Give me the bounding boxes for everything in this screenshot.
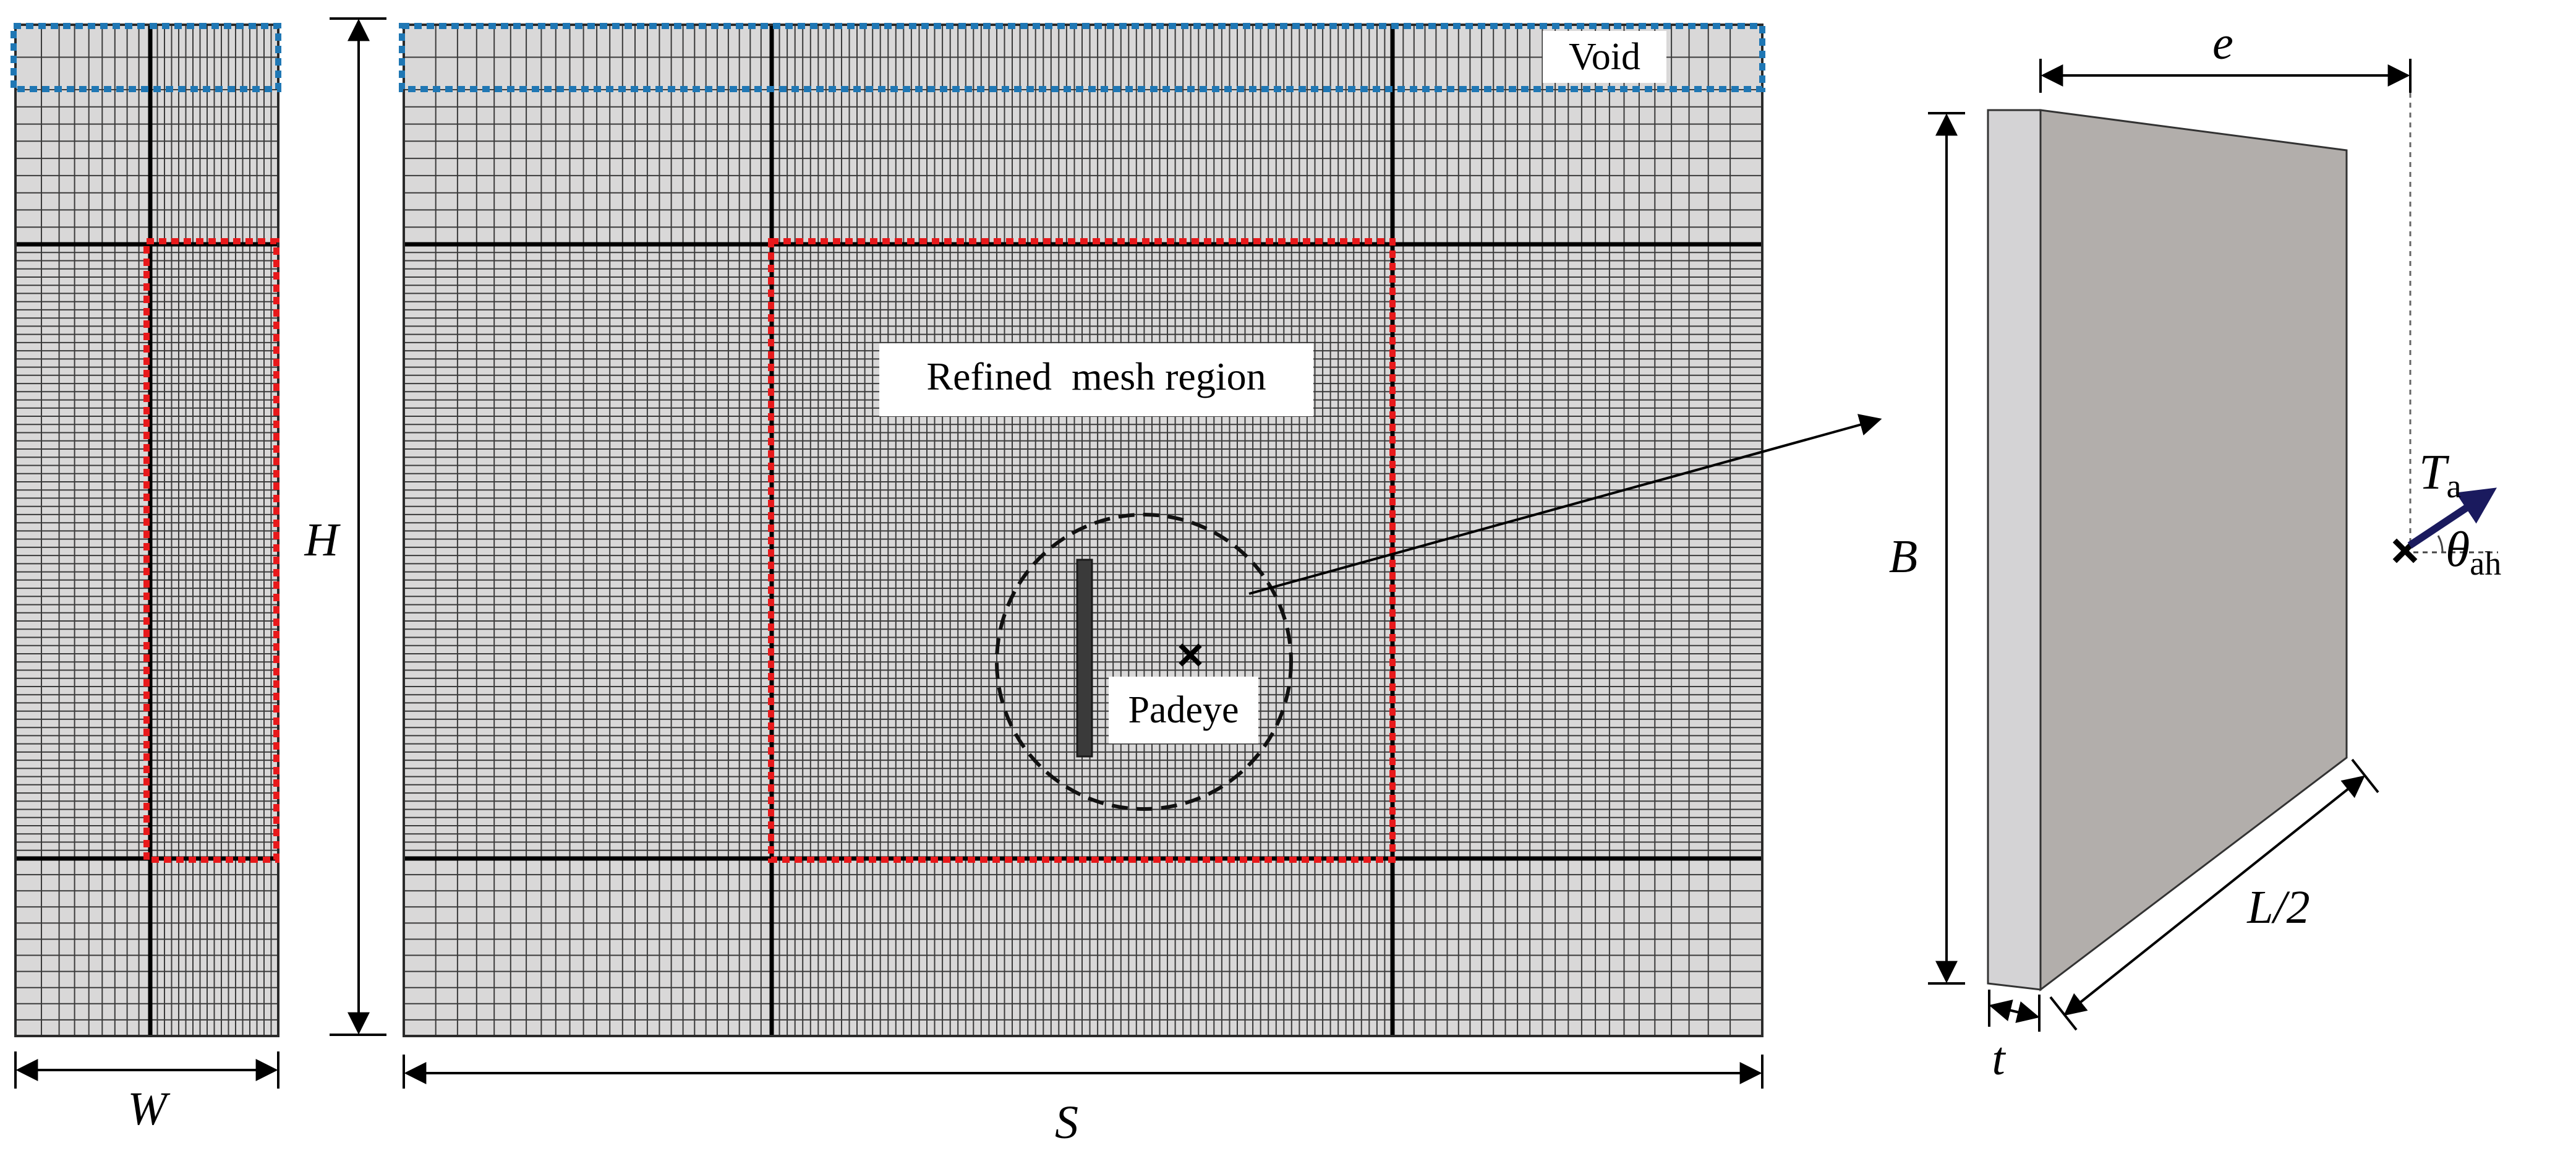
- side-void-region-outline: [11, 23, 281, 92]
- plate-face: [2039, 109, 2348, 992]
- void-label-box: [1543, 31, 1666, 83]
- dimension-W: W: [14, 1051, 279, 1135]
- padeye-label-box: [1109, 677, 1258, 743]
- void-label: Void: [1569, 36, 1640, 78]
- dimension-e: e: [2039, 17, 2412, 544]
- dimension-S: S: [403, 1055, 1764, 1149]
- refined-label-box: [879, 343, 1313, 416]
- label-t: t: [1992, 1033, 2006, 1085]
- label-T-load: Ta: [2419, 445, 2462, 505]
- refined-region-outline: [768, 238, 1396, 863]
- dimension-L2: L/2: [2049, 758, 2379, 1031]
- label-S: S: [1055, 1097, 1078, 1149]
- label-L2: L/2: [2246, 881, 2309, 933]
- angle-arc: [2437, 535, 2444, 553]
- padeye-load: Ta θah: [2392, 445, 2501, 582]
- side-refined-region-outline: [143, 238, 279, 863]
- label-theta-ah: θah: [2446, 523, 2501, 582]
- refined-mesh-label: Refined mesh region: [926, 354, 1266, 398]
- plate-anchor-detail: B e L/2 t: [1889, 17, 2501, 1085]
- side-view-mesh: [11, 23, 281, 1037]
- dimension-B: B: [1889, 112, 1965, 985]
- plate-thickness-edge: [1987, 109, 2042, 991]
- label-W: W: [127, 1083, 171, 1135]
- padeye-zoom-circle: [995, 513, 1293, 811]
- anchor-plate-section: [1076, 559, 1093, 758]
- dimension-t: t: [1988, 990, 2041, 1085]
- label-H: H: [304, 514, 341, 566]
- padeye-marker: [1179, 643, 1202, 667]
- dimension-H: H: [304, 17, 386, 1036]
- label-B: B: [1889, 531, 1917, 583]
- label-e: e: [2212, 17, 2233, 69]
- detail-leader-arrow: [1248, 414, 1882, 595]
- front-view-mesh: Void Refined mesh region Padeye: [399, 23, 1882, 1037]
- padeye-label: Padeye: [1128, 689, 1239, 731]
- load-arrow: [2407, 487, 2497, 549]
- front-void-region-outline: [399, 23, 1765, 92]
